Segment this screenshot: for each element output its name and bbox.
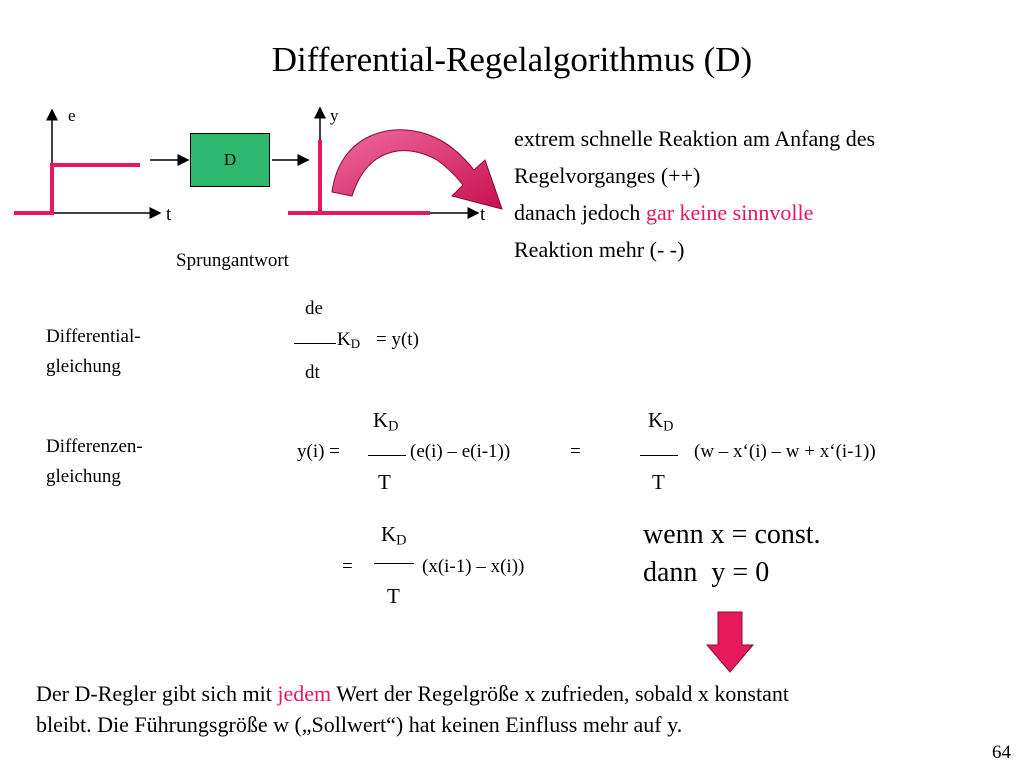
description-highlight: gar keine sinnvolle [645, 200, 814, 225]
output-axis-label: y [330, 106, 339, 125]
diff-gain-sub: D [350, 336, 361, 352]
differential-equation-label: Differential- gleichung [46, 322, 141, 382]
frac2-sub: D [663, 418, 674, 435]
diff-fraction-bar [294, 343, 336, 344]
differential-label-line-2: gleichung [46, 356, 121, 377]
equals-line-3: = [342, 556, 353, 577]
description-line-2: Regelvorganges (++) [514, 163, 701, 188]
conclusion-prefix: Der D-Regler gibt sich mit [36, 681, 278, 706]
frac3-numerator: KD [381, 522, 406, 550]
frac2-k: K [648, 408, 664, 432]
frac3-k: K [381, 522, 397, 546]
difference-label-line-1: Differenzen- [46, 436, 143, 457]
d-block-label: D [223, 150, 237, 169]
d-block: D [190, 133, 270, 187]
input-axes [40, 108, 162, 219]
difference-equation-label: Differenzen- gleichung [46, 432, 143, 492]
condition: wenn x = const. dann y = 0 [643, 516, 821, 592]
conclusion: Der D-Regler gibt sich mit jedem Wert de… [36, 678, 789, 740]
frac1-denominator: T [378, 470, 391, 494]
diff-numerator: de [305, 298, 323, 319]
output-time-label: t [480, 204, 486, 225]
output-impulse-signal [288, 140, 430, 215]
frac1-k: K [373, 408, 389, 432]
difference-term-1: (e(i) – e(i-1)) [410, 441, 511, 462]
difference-label-line-2: gleichung [46, 466, 121, 487]
frac2-bar [640, 455, 678, 456]
conclusion-line-2: bleibt. Die Führungsgröße w („Sollwert“)… [36, 712, 683, 737]
condition-line-2: dann y = 0 [643, 557, 770, 588]
diagram-caption: Sprungantwort [176, 250, 289, 271]
frac3-denominator: T [387, 584, 400, 608]
difference-equals: = [570, 441, 581, 462]
description-line-3-prefix: danach jedoch [514, 200, 646, 225]
down-arrow-icon [705, 611, 755, 673]
frac2-denominator: T [652, 470, 665, 494]
frac1-bar [368, 455, 406, 456]
description-line-4: Reaktion mehr (- -) [514, 237, 685, 262]
slide-title: Differential-Regelalgorithmus (D) [271, 40, 753, 79]
conclusion-line-1: Der D-Regler gibt sich mit jedem Wert de… [36, 678, 789, 709]
page-number: 64 [992, 742, 1011, 763]
frac3-bar [374, 563, 414, 564]
frac2-numerator: KD [648, 408, 673, 436]
condition-line-1: wenn x = const. [643, 519, 821, 550]
frac1-numerator: KD [373, 408, 398, 436]
difference-lhs: y(i) = [297, 441, 340, 462]
differential-label-line-1: Differential- [46, 326, 141, 347]
description: extrem schnelle Reaktion am Anfang des R… [514, 120, 875, 268]
input-axis-label: e [68, 106, 76, 125]
curved-arrow-icon [331, 129, 503, 210]
diff-gain-k: K [337, 329, 351, 350]
frac3-sub: D [396, 532, 407, 549]
conclusion-highlight: jedem [277, 681, 332, 706]
diff-denominator: dt [305, 362, 320, 383]
conclusion-suffix: Wert der Regelgröße x zufrieden, sobald … [331, 681, 789, 706]
difference-term-3: (x(i-1) – x(i)) [422, 556, 525, 577]
diff-rhs: = y(t) [376, 329, 419, 350]
frac1-sub: D [388, 418, 399, 435]
description-line-1: extrem schnelle Reaktion am Anfang des [514, 126, 876, 151]
description-line-3: danach jedoch gar keine sinnvolle [514, 194, 875, 231]
input-time-label: t [166, 204, 172, 225]
difference-term-2: (w – x‘(i) – w + x‘(i-1)) [694, 441, 876, 462]
input-step-signal [14, 163, 140, 215]
diff-gain: KD [337, 329, 360, 352]
